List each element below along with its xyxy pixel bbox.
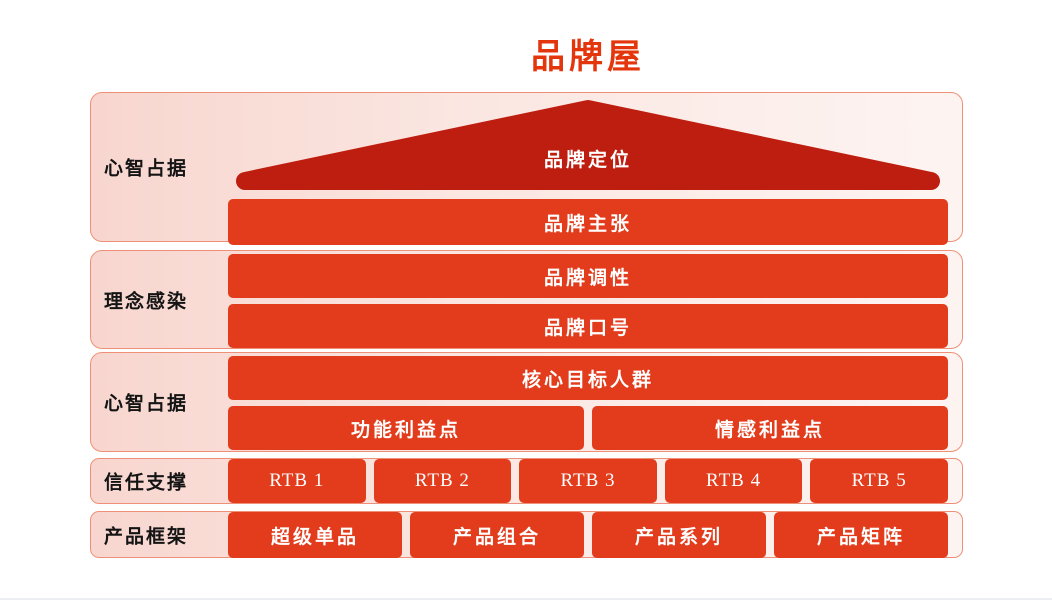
brand-positioning-roof: 品牌定位 — [228, 97, 948, 193]
section-mind-occupation-top: 心智占据 品牌定位 品牌主张 — [90, 92, 963, 245]
section-concept-infection: 理念感染 品牌调性 品牌口号 — [90, 250, 963, 349]
section-trust-support: 信任支撑 RTB 1 RTB 2 RTB 3 RTB 4 RTB 5 — [90, 458, 963, 504]
bar-rtb-2: RTB 2 — [373, 459, 512, 503]
row-benefits: 功能利益点 情感利益点 — [228, 406, 948, 450]
bar-brand-positioning: 品牌定位 — [543, 150, 632, 171]
section-label-4: 信任支撑 — [104, 472, 189, 494]
bottom-edge-line — [0, 598, 1052, 600]
bar-rtb-3: RTB 3 — [519, 459, 657, 503]
bar-rtb-4: RTB 4 — [664, 459, 803, 503]
page-title: 品牌屋 — [531, 39, 645, 76]
bar-product-matrix: 产品矩阵 — [774, 512, 948, 558]
roof-triangle-shape — [236, 100, 940, 190]
bar-brand-slogan: 品牌口号 — [228, 304, 948, 348]
bar-core-target-audience: 核心目标人群 — [228, 356, 948, 400]
section-label-2: 理念感染 — [104, 291, 189, 312]
bar-rtb-5: RTB 5 — [810, 459, 948, 503]
row-core-target-audience: 核心目标人群 — [228, 356, 948, 400]
section-label-1: 心智占据 — [104, 158, 189, 180]
row-brand-slogan: 品牌口号 — [228, 304, 948, 348]
bar-brand-tonality: 品牌调性 — [228, 254, 948, 298]
bar-rtb-1: RTB 1 — [228, 459, 366, 503]
bar-product-portfolio: 产品组合 — [410, 512, 584, 558]
row-brand-tonality: 品牌调性 — [228, 254, 948, 298]
bar-super-product: 超级单品 — [228, 512, 402, 558]
bar-emotional-benefit: 情感利益点 — [592, 406, 948, 450]
section-mind-occupation-mid: 心智占据 核心目标人群 功能利益点 情感利益点 — [90, 352, 963, 452]
bar-functional-benefit: 功能利益点 — [228, 406, 584, 450]
section-label-3: 心智占据 — [104, 393, 189, 415]
row-products: 超级单品 产品组合 产品系列 产品矩阵 — [228, 512, 948, 558]
row-brand-proposition: 品牌主张 — [228, 199, 948, 245]
section-label-5: 产品框架 — [104, 526, 189, 547]
bar-brand-proposition: 品牌主张 — [228, 199, 948, 245]
bar-product-series: 产品系列 — [592, 512, 766, 558]
row-rtb: RTB 1 RTB 2 RTB 3 RTB 4 RTB 5 — [228, 459, 948, 503]
section-product-framework: 产品框架 超级单品 产品组合 产品系列 产品矩阵 — [90, 511, 963, 558]
